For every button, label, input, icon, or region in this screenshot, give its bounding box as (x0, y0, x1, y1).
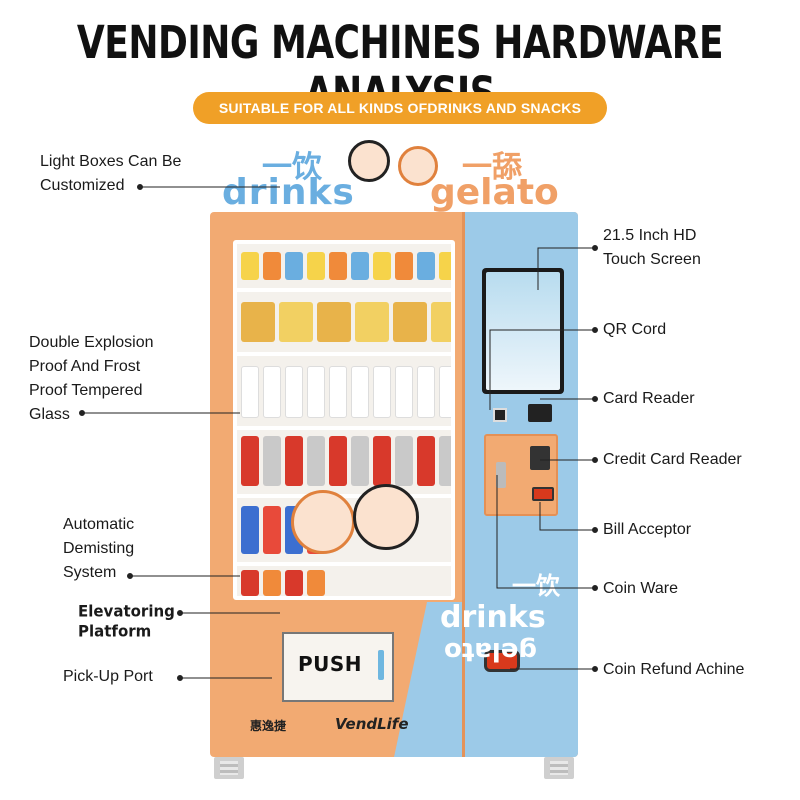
topper-gelato-text: gelato (430, 172, 559, 213)
topper-drinks-cn: 一饮 (262, 151, 322, 184)
vending-machine: PUSH 惠逸捷 VendLife (210, 212, 578, 757)
label-card-reader: Card Reader (603, 390, 695, 407)
machine-foot-left (214, 757, 244, 779)
card-reader[interactable] (528, 404, 552, 422)
pickup-port[interactable]: PUSH (282, 632, 394, 702)
brand-logo-en: VendLife (335, 715, 409, 733)
label-demisting: Automatic Demisting System (63, 516, 135, 581)
topper-gelato-cn: 一舔 (462, 151, 522, 184)
machine-foot-right (544, 757, 574, 779)
brand-logo-cn: 惠逸捷 (250, 719, 287, 733)
door-seam (462, 212, 465, 757)
push-label: PUSH (298, 652, 363, 676)
label-coin-refund: Coin Refund Achine (603, 661, 745, 678)
subtitle-banner: SUITABLE FOR ALL KINDS OFDRINKS AND SNAC… (193, 92, 607, 124)
label-touch-screen: 21.5 Inch HD Touch Screen (603, 227, 701, 268)
push-bar (378, 650, 384, 680)
qr-code (493, 408, 507, 422)
label-glass: Double Explosion Proof And Frost Proof T… (29, 334, 154, 423)
label-elevator: Elevatoring Platform (78, 602, 175, 641)
topper-drinks-text: drinks (222, 172, 355, 213)
label-qr-code: QR Cord (603, 321, 667, 338)
coin-refund-button[interactable] (484, 650, 520, 672)
payment-panel (484, 434, 558, 516)
bill-acceptor[interactable] (532, 487, 554, 501)
label-coin-ware: Coin Ware (603, 580, 678, 597)
glass-window (233, 240, 455, 600)
side-drinks-text: drinks (440, 600, 546, 635)
label-light-boxes: Light Boxes Can Be Customized (40, 153, 182, 194)
label-bill-acceptor: Bill Acceptor (603, 521, 692, 538)
label-pickup-port: Pick-Up Port (63, 668, 153, 685)
label-credit-card-reader: Credit Card Reader (603, 451, 742, 468)
touch-screen[interactable] (482, 268, 564, 394)
side-drinks-cn: 一饮 (512, 573, 560, 600)
credit-card-slot[interactable] (530, 446, 550, 470)
